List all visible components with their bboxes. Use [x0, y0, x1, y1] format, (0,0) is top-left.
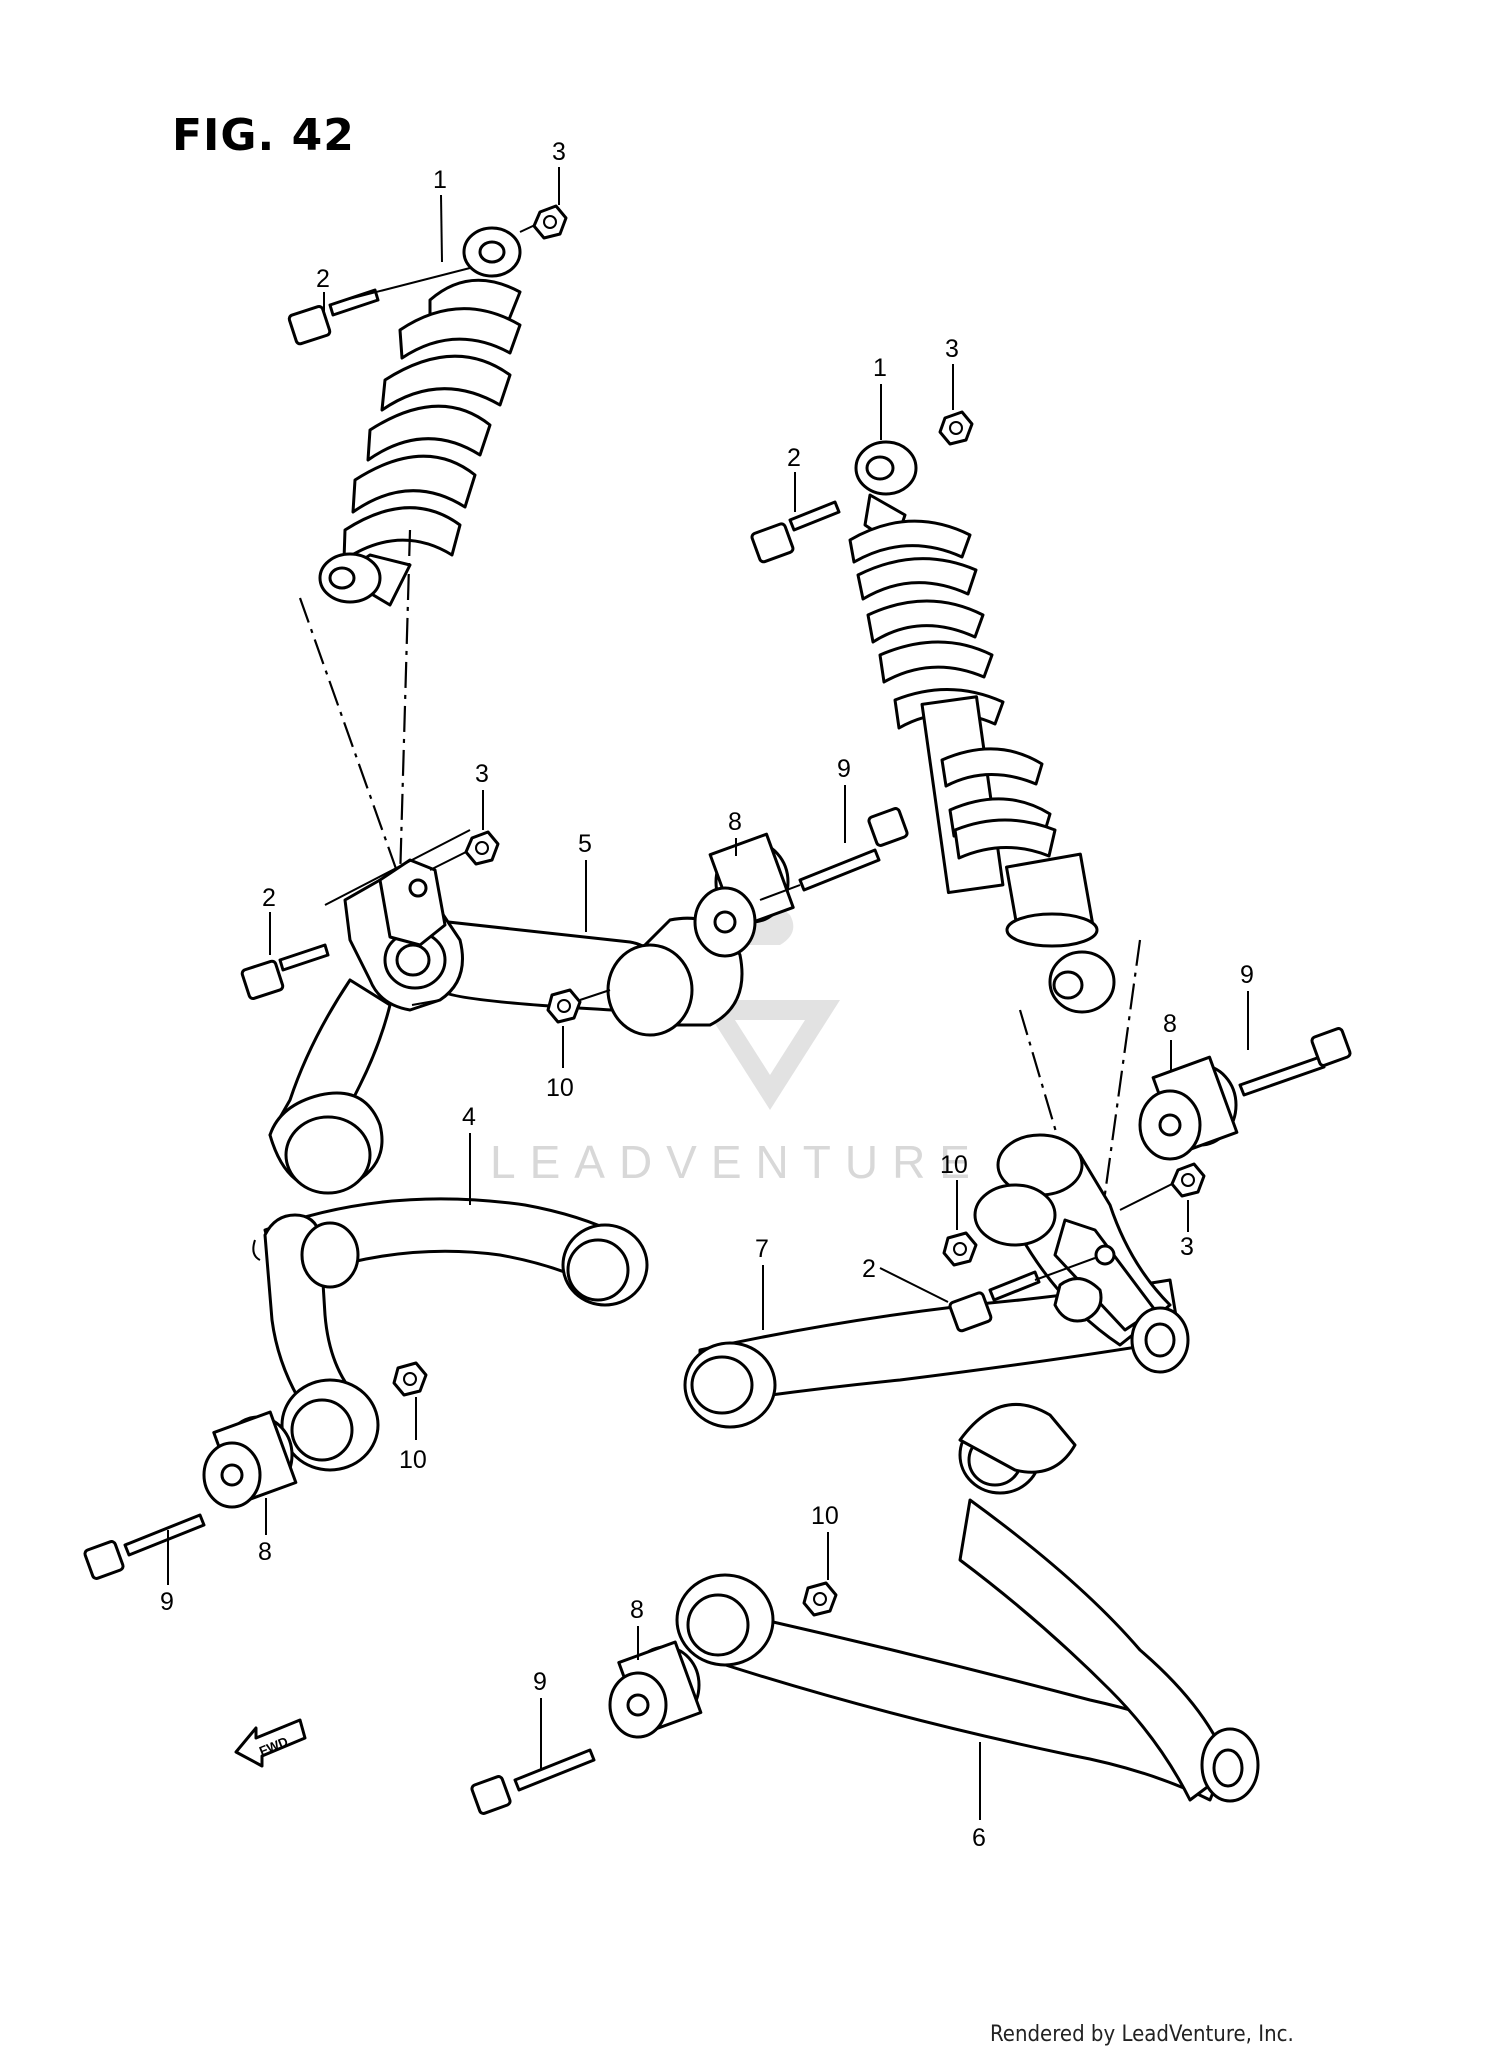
callout-2-mid-left: 2: [262, 884, 276, 912]
callout-10-upper: 10: [546, 1074, 574, 1102]
callout-5: 5: [578, 830, 592, 858]
bolt-2-top-right: [750, 500, 841, 564]
fwd-arrow-icon: FWD: [234, 1718, 307, 1768]
bushing-8-right: [1138, 1055, 1239, 1161]
callout-9-left: 9: [160, 1588, 174, 1616]
callout-3-top-right: 3: [945, 335, 959, 363]
shock-absorber-left: [298, 226, 522, 881]
bolt-2-top-left: [287, 267, 471, 346]
nut-3-mid-left: [429, 830, 500, 871]
bolt-2-mid-right: [948, 1257, 1096, 1333]
callout-8-right: 8: [1163, 1010, 1177, 1038]
callout-2-mid-right: 2: [862, 1255, 876, 1283]
arm-7: [683, 1133, 1190, 1429]
nut-10-left: [392, 1361, 428, 1397]
bolt-9-left: [83, 1513, 206, 1580]
figure-title: FIG. 42: [172, 110, 355, 161]
watermark-text: LEADVENTURE: [490, 1136, 984, 1188]
bushing-8-upper: [693, 832, 795, 958]
nut-10-lower: [802, 1581, 838, 1617]
shock-absorber-right: [848, 440, 1142, 1231]
callout-1-left: 1: [433, 166, 447, 194]
callout-2-top-right: 2: [787, 444, 801, 472]
callout-9-lower: 9: [533, 1668, 547, 1696]
callout-8-upper: 8: [728, 808, 742, 836]
arm-6: [675, 1402, 1260, 1803]
nut-3-top-right: [938, 410, 974, 446]
nut-3-top-left: [519, 204, 568, 240]
render-credit: Rendered by LeadVenture, Inc.: [990, 2022, 1294, 2047]
bushing-8-left: [202, 1410, 298, 1509]
watermark-v-icon: [700, 1000, 840, 1110]
nut-10-right: [942, 1231, 978, 1267]
callout-4: 4: [462, 1103, 476, 1131]
bolt-9-right: [1238, 1027, 1352, 1097]
bolt-9-lower: [470, 1748, 596, 1815]
arm-4: [252, 1197, 649, 1472]
callout-10-lower: 10: [811, 1502, 839, 1530]
callouts: 1 3 2 1 3 2 3 5 8 9 2 10 9 8 10 3 2: [160, 138, 1254, 1852]
bushing-8-lower: [608, 1640, 703, 1739]
callout-8-lower: 8: [630, 1596, 644, 1624]
callout-3-mid-right: 3: [1180, 1233, 1194, 1261]
bolt-9-upper: [759, 807, 909, 901]
callout-2-top-left: 2: [316, 265, 330, 293]
nut-3-mid-right: [1119, 1162, 1206, 1211]
callout-3-top-left: 3: [552, 138, 566, 166]
callout-9-upper: 9: [837, 755, 851, 783]
callout-8-left: 8: [258, 1538, 272, 1566]
callout-9-right: 9: [1240, 961, 1254, 989]
callout-1-right: 1: [873, 354, 887, 382]
callout-10-right: 10: [940, 1151, 968, 1179]
callout-10-left: 10: [399, 1446, 427, 1474]
nut-10-upper: [546, 988, 611, 1024]
bolt-2-mid-left: [240, 943, 330, 1000]
callout-6: 6: [972, 1824, 986, 1852]
callout-7: 7: [755, 1235, 769, 1263]
callout-3-mid-left: 3: [475, 760, 489, 788]
